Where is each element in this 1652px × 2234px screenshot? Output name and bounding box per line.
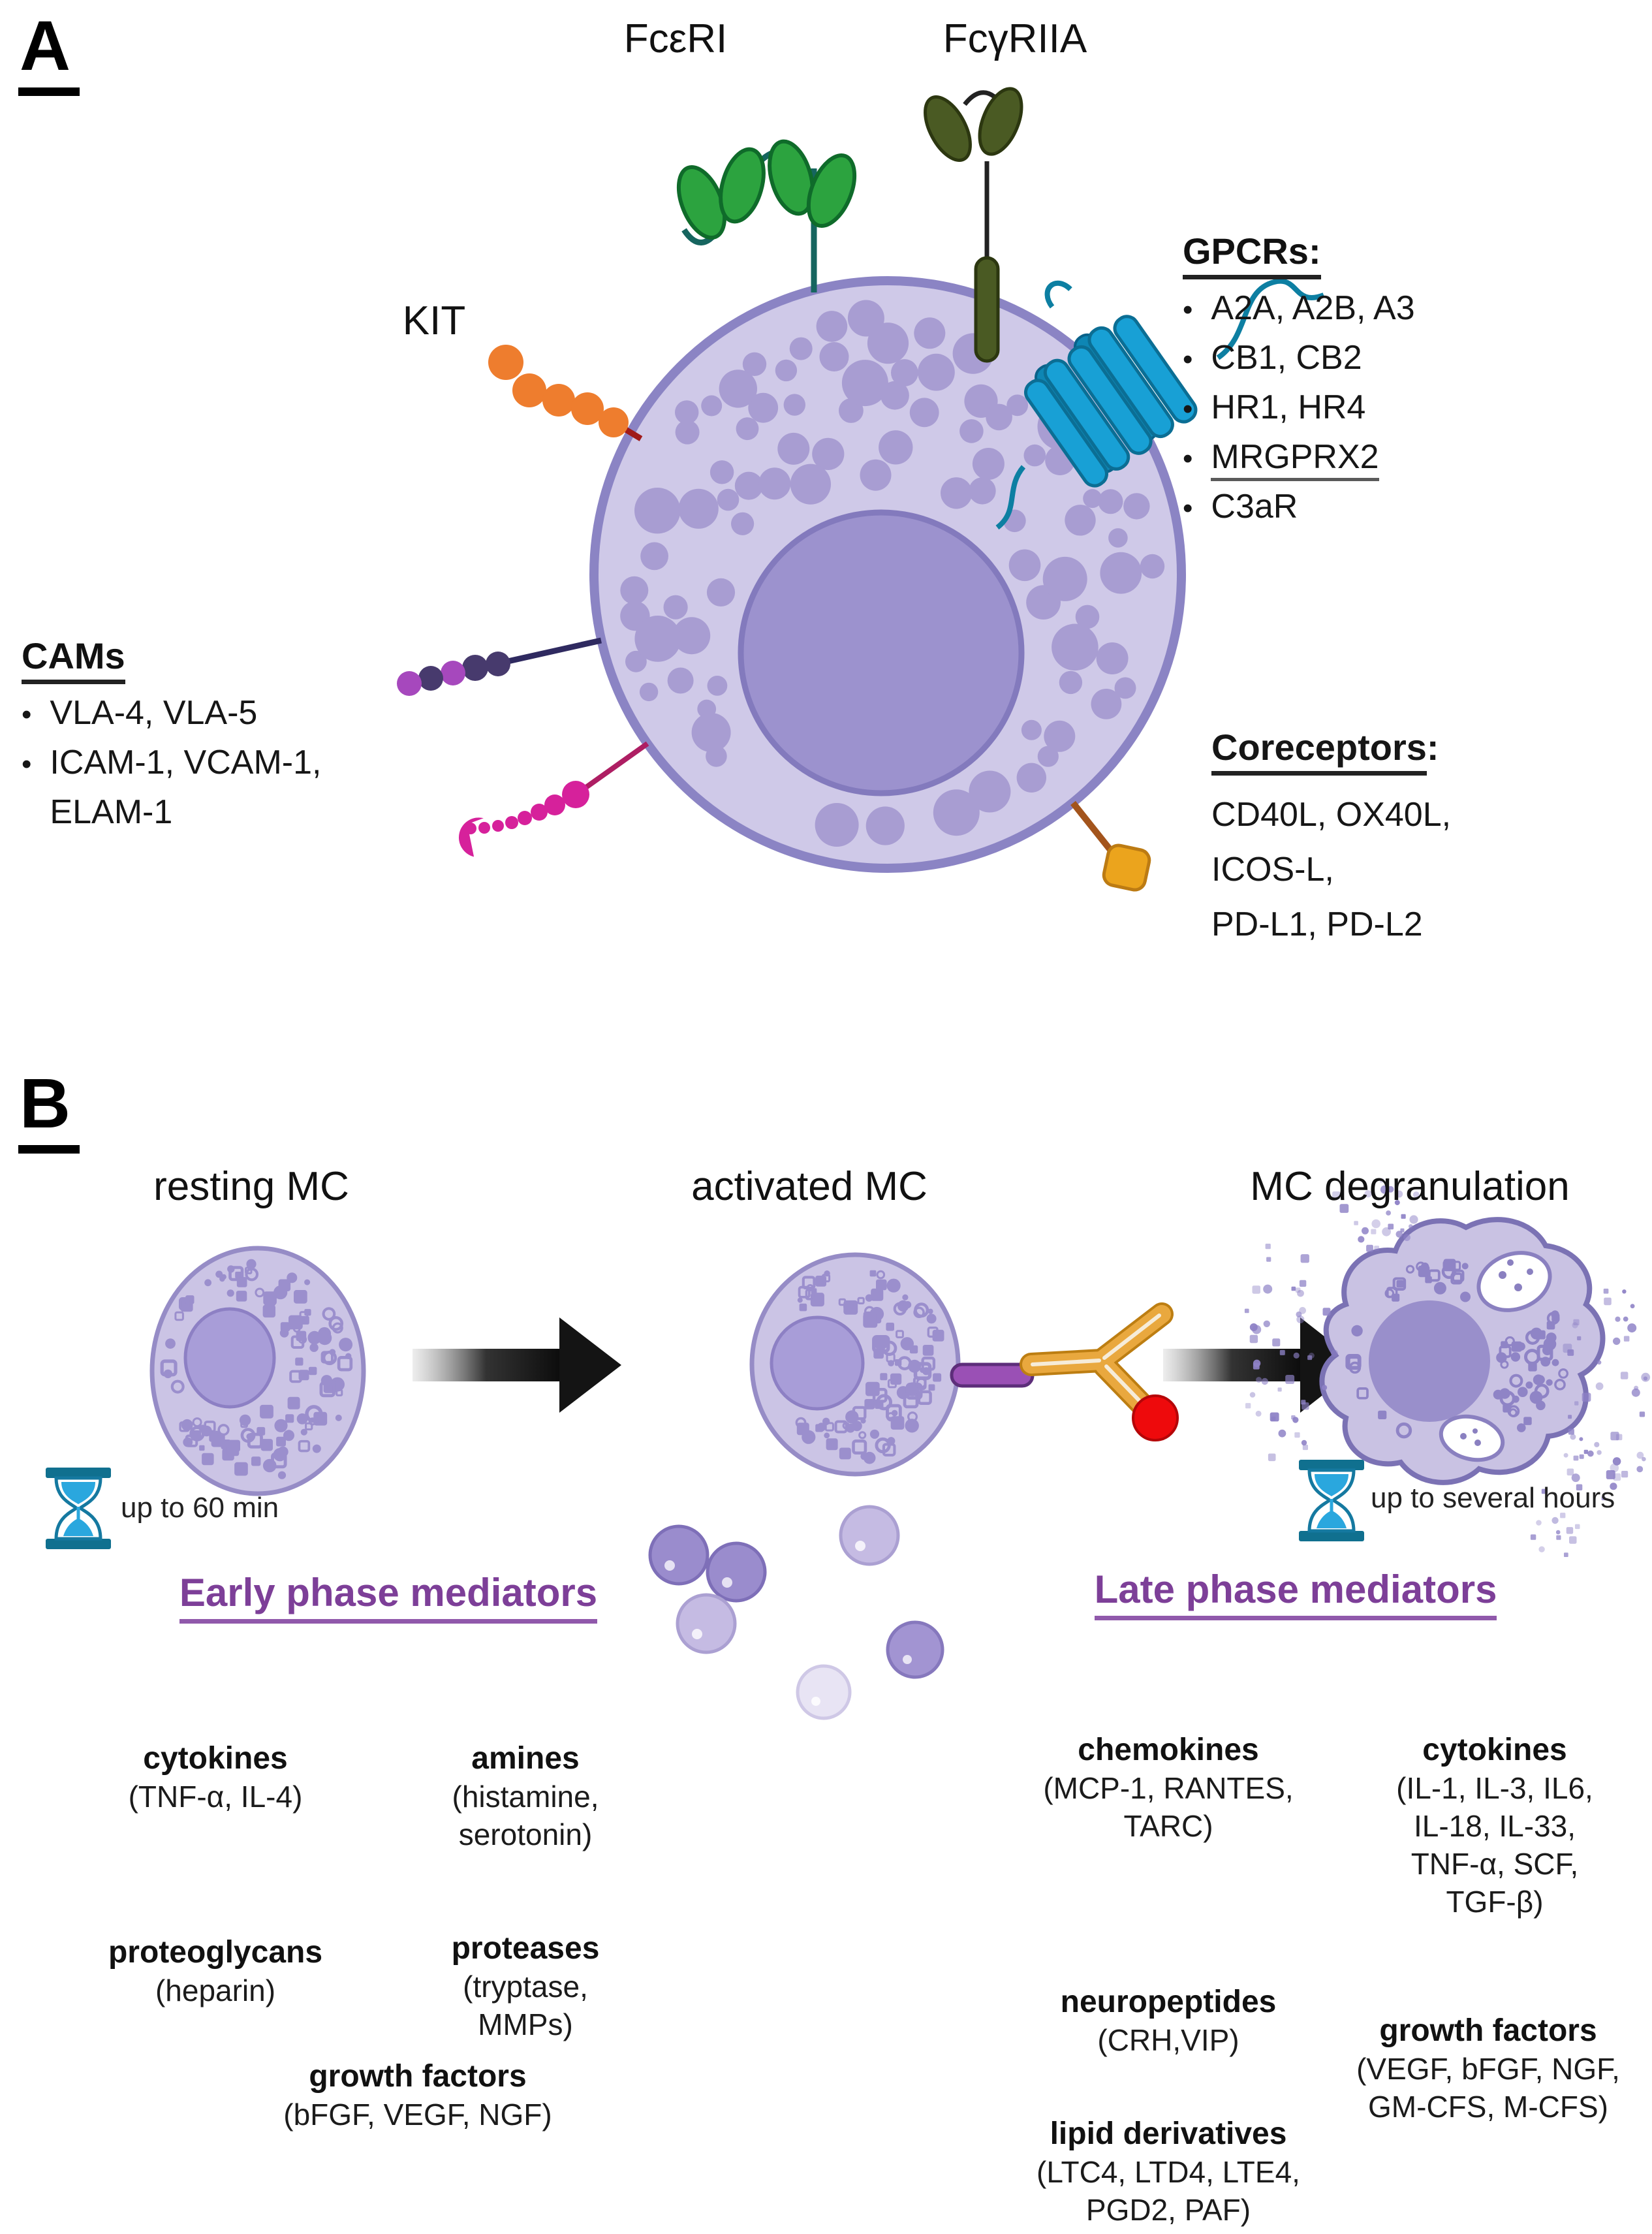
late-phase-title: Late phase mediators: [1067, 1567, 1524, 1620]
early-timer-label: up to 60 min: [121, 1492, 279, 1524]
panel-a-label: A: [18, 10, 80, 96]
nucleus: [770, 1315, 865, 1411]
fcgriia-receptor-icon: [924, 87, 1023, 363]
label-fcgriia: FcγRIIA: [943, 16, 1087, 61]
released-granule-spray: [1244, 1178, 1651, 1557]
nucleus: [183, 1307, 276, 1409]
gpcrs-title: GPCRs:: [1183, 230, 1627, 279]
stage-degranulation-label: MC degranulation: [1250, 1164, 1570, 1209]
mediator-group-proteases: proteases (tryptase, MMPs): [451, 1931, 600, 2041]
antigen-icon: [1132, 1394, 1179, 1441]
list-item: •C3aR: [1183, 488, 1298, 526]
stage-resting-label: resting MC: [153, 1164, 349, 1209]
mast-cell-a: [589, 276, 1186, 873]
gpcrs-list: GPCRs: •A2A, A2B, A3 •CB1, CB2 •HR1, HR4…: [1183, 230, 1627, 537]
granule-dots: [620, 300, 1165, 847]
list-item: •ELAM-1: [50, 793, 173, 831]
label-kit: KIT: [402, 298, 466, 343]
list-item: •MRGPRX2: [1183, 437, 1627, 487]
list-item: •VLA-4, VLA-5: [22, 694, 258, 732]
list-item: •CB1, CB2: [1183, 339, 1362, 377]
list-item: •A2A, A2B, A3: [1183, 289, 1415, 327]
mediator-granules: [648, 1505, 944, 1720]
cams-list: CAMs •VLA-4, VLA-5 •ICAM-1, VCAM-1, •ELA…: [22, 635, 426, 842]
mediator-group-chemokines: chemokines (MCP-1, RANTES, TARC): [1043, 1733, 1294, 1843]
coreceptors-title: Coreceptors:: [1211, 726, 1629, 776]
mediator-group-neuropeptides: neuropeptides (CRH,VIP): [1060, 1985, 1277, 2057]
late-timer-label: up to several hours: [1371, 1482, 1615, 1514]
mediator-group-lipid-derivatives: lipid derivatives (LTC4, LTD4, LTE4, PGD…: [1036, 2116, 1300, 2227]
cam-receptor-pink-icon: [458, 741, 649, 857]
mediator-group-growth-factors-late: growth factors (VEGF, bFGF, NGF, GM-CFS,…: [1356, 2013, 1620, 2124]
coreceptor-gold-icon: [1070, 800, 1151, 892]
cams-title: CAMs: [22, 635, 426, 684]
granule-dots: [1345, 1259, 1569, 1439]
hourglass-icon: [46, 1468, 111, 1549]
mediator-group-cytokines-early: cytokines (TNF-α, IL-4): [128, 1741, 303, 1814]
list-item: •HR1, HR4: [1183, 388, 1366, 426]
mediator-group-cytokines-late: cytokines (IL-1, IL-3, IL6, IL-18, IL-33…: [1396, 1733, 1593, 1919]
coreceptors-line: CD40L, OX40L,: [1211, 796, 1452, 834]
activated-cell: [749, 1252, 961, 1477]
resting-cell: [149, 1246, 366, 1496]
list-item: •ICAM-1, VCAM-1,: [22, 744, 322, 781]
arrow-icon: [413, 1317, 621, 1413]
mediator-group-amines: amines (histamine, serotonin): [452, 1741, 599, 1851]
early-phase-title: Early phase mediators: [160, 1570, 617, 1624]
coreceptors-line: PD-L1, PD-L2: [1211, 905, 1423, 943]
cam-receptor-beads-icon: [397, 637, 602, 696]
gpcr-receptor-icon: [995, 278, 1325, 530]
hourglass-icon: [1299, 1460, 1364, 1541]
coreceptors-line: ICOS-L,: [1211, 851, 1334, 889]
granule-dots: [160, 1259, 353, 1479]
panel-b-label: B: [18, 1068, 80, 1154]
vacuole: [1439, 1414, 1505, 1462]
coreceptors-list: Coreceptors: CD40L, OX40L, ICOS-L, PD-L1…: [1211, 726, 1629, 952]
kit-receptor-icon: [488, 345, 643, 441]
stage-activated-label: activated MC: [691, 1164, 927, 1209]
mediator-group-growth-factors-early: growth factors (bFGF, VEGF, NGF): [283, 2059, 552, 2132]
fceri-receptor-icon: [676, 139, 857, 292]
mediator-group-proteoglycans: proteoglycans (heparin): [108, 1935, 323, 2007]
ige-antibody-icon: [1020, 1302, 1179, 1441]
degranulating-cell: [1319, 1217, 1606, 1485]
granule-dots: [795, 1270, 944, 1464]
nucleus: [1369, 1300, 1490, 1422]
nucleus: [738, 509, 1025, 796]
label-fceri: FcεRI: [623, 16, 728, 61]
vacuole: [1476, 1251, 1552, 1312]
